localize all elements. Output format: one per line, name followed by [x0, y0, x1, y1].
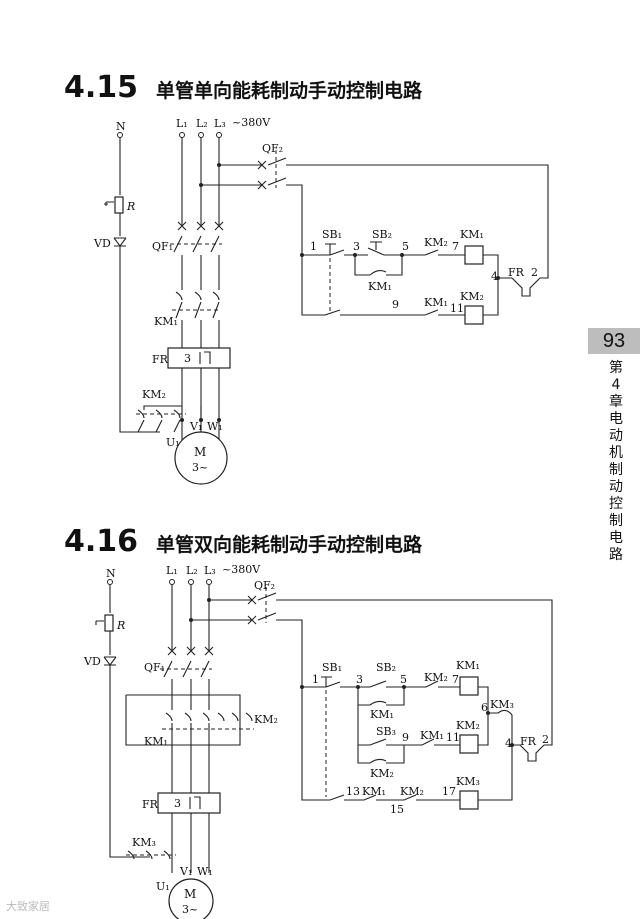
label-n6: 6 [481, 701, 488, 714]
label-KM2-coil: KM₂ [460, 290, 484, 303]
label-QF2: QF₂ [262, 142, 283, 155]
label-KM2-main: KM₂ [142, 388, 166, 401]
label-n5: 5 [400, 673, 407, 686]
label-n4: 4 [491, 270, 498, 283]
label-n1: 1 [312, 673, 319, 686]
label-n3: 3 [353, 240, 360, 253]
label-n7: 7 [452, 673, 459, 686]
label-U1: U₁ [166, 436, 180, 449]
label-W1: W₁ [207, 420, 223, 433]
section-title: 单管双向能耗制动手动控制电路 [156, 534, 423, 556]
label-KM3-contact: KM₃ [490, 698, 514, 711]
label-n4: 4 [505, 737, 512, 750]
label-n15: 15 [390, 803, 404, 816]
label-KM1-main: KM₁ [154, 315, 178, 328]
label-n13: 13 [346, 785, 360, 798]
label-FR: FR [142, 798, 159, 811]
label-R: R [116, 619, 125, 632]
label-M: M [194, 445, 206, 459]
label-n11: 11 [446, 731, 460, 744]
label-n5: 5 [402, 240, 409, 253]
label-QF1: QF₁ [152, 240, 173, 253]
section-4-16-heading: 4.16 单管双向能耗制动手动控制电路 [64, 524, 422, 559]
label-L1: L₁ [166, 564, 178, 577]
label-voltage: ~380V [222, 563, 261, 576]
label-KM2-contact: KM₂ [424, 671, 448, 684]
label-R: R [126, 200, 135, 213]
label-KM2-coil: KM₂ [456, 719, 480, 732]
label-voltage: ~380V [232, 116, 271, 129]
label-L1: L₁ [176, 117, 188, 130]
label-L3: L₃ [204, 564, 216, 577]
label-V1: V₁ [189, 420, 202, 433]
label-KM1-aux: KM₁ [368, 280, 392, 293]
label-L2: L₂ [186, 564, 198, 577]
section-number: 4.16 [64, 524, 139, 559]
label-KM1-main: KM₁ [144, 735, 168, 748]
label-SB1: SB₁ [322, 228, 342, 241]
label-n11: 11 [450, 302, 464, 315]
label-SB2: SB₂ [376, 661, 396, 674]
section-title: 单管单向能耗制动手动控制电路 [156, 80, 423, 102]
label-M: M [184, 887, 196, 901]
label-N: N [106, 567, 116, 580]
label-FR-3: 3 [184, 352, 191, 365]
circuit-diagram-4-15: N L₁ L₂ L₃ ~380V R VD QF₂ [93, 116, 549, 485]
section-4-15-heading: 4.15 单管单向能耗制动手动控制电路 [64, 70, 422, 105]
label-n3: 3 [356, 673, 363, 686]
label-FR-contact: FR [508, 266, 525, 279]
label-KM2-contact: KM₂ [424, 236, 448, 249]
label-KM2-aux: KM₂ [370, 767, 394, 780]
label-KM1-coil: KM₁ [456, 659, 480, 672]
label-M-3phase: 3~ [182, 903, 198, 916]
label-KM3-main: KM₃ [132, 836, 156, 849]
label-KM2-contact2: KM₂ [400, 785, 424, 798]
label-M-3phase: 3~ [192, 461, 208, 474]
label-VD: VD [93, 237, 111, 250]
label-n9: 9 [402, 731, 409, 744]
label-SB2: SB₂ [372, 228, 392, 241]
label-n2: 2 [542, 733, 549, 746]
label-n1: 1 [310, 240, 317, 253]
watermark-text: 大致家居 [6, 900, 50, 913]
label-KM1-aux: KM₁ [370, 708, 394, 721]
label-n2: 2 [531, 266, 538, 279]
label-FR: FR [152, 353, 169, 366]
label-QF1: QF₁ [144, 661, 165, 674]
label-L2: L₂ [196, 117, 208, 130]
label-KM1-contact: KM₁ [420, 729, 444, 742]
label-FR-contact: FR [520, 735, 537, 748]
label-V1: V₁ [179, 865, 192, 878]
label-KM3-coil: KM₃ [456, 775, 480, 788]
label-KM1-coil: KM₁ [460, 228, 484, 241]
label-KM1-contact2: KM₁ [362, 785, 386, 798]
label-n17: 17 [442, 785, 456, 798]
label-U1: U₁ [156, 880, 170, 893]
section-number: 4.15 [64, 70, 139, 105]
label-VD: VD [83, 655, 101, 668]
label-KM1-contact2: KM₁ [424, 296, 448, 309]
label-SB1: SB₁ [322, 661, 342, 674]
label-n9: 9 [392, 298, 399, 311]
label-n7: 7 [452, 240, 459, 253]
label-W1: W₁ [197, 865, 213, 878]
label-FR-3: 3 [174, 797, 181, 810]
label-KM2-main: KM₂ [254, 713, 278, 726]
label-SB3: SB₃ [376, 725, 396, 738]
page-number-tab: 93 [588, 328, 640, 354]
circuit-diagram-4-16: N L₁ L₂ L₃ ~380V R VD QF₂ QF₁ [83, 563, 553, 919]
label-QF2: QF₂ [254, 579, 275, 592]
chapter-side-label: 第4章 电动机制动控制电路 [609, 360, 623, 563]
label-L3: L₃ [214, 117, 226, 130]
label-N: N [116, 120, 126, 133]
